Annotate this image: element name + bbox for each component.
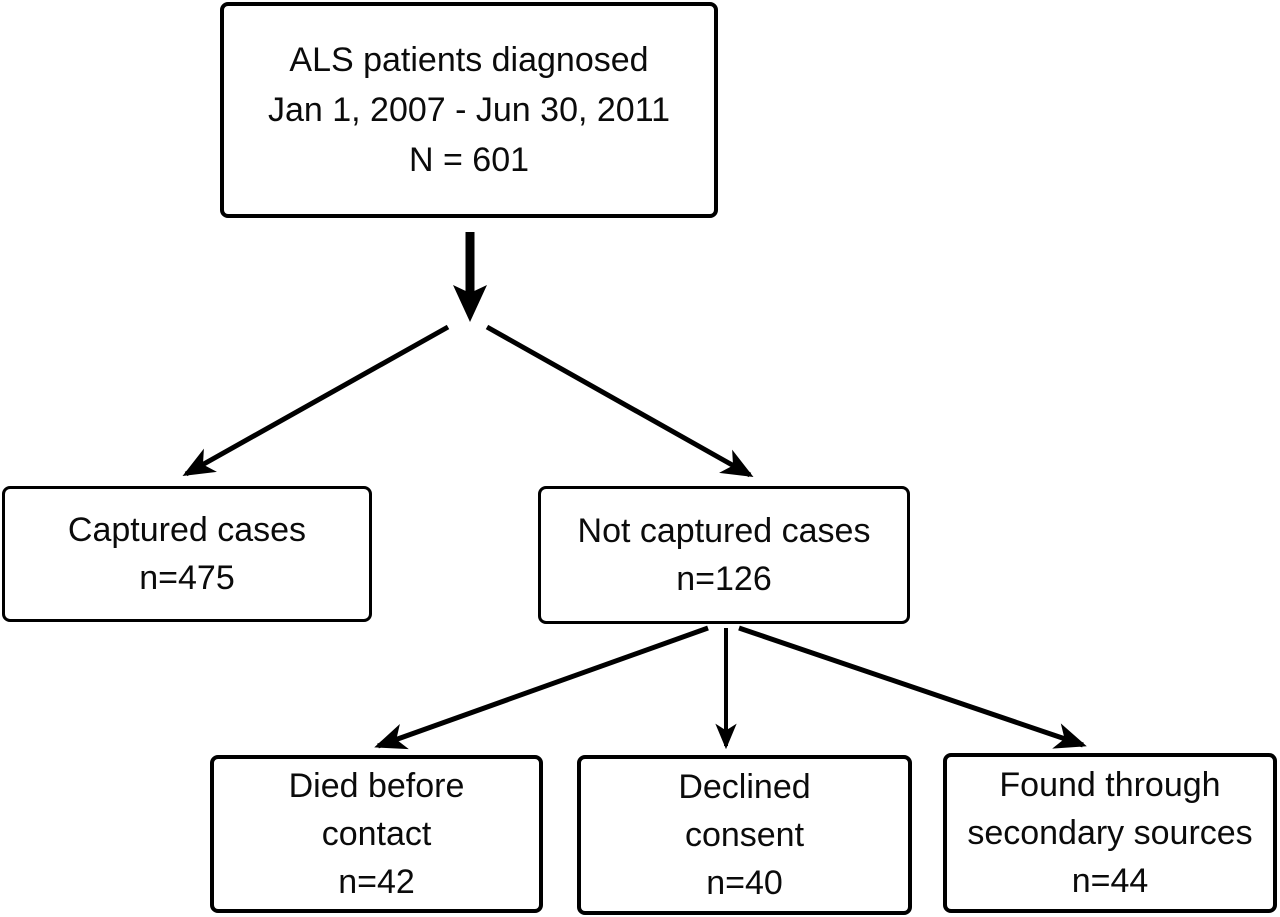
arrow-root-to-split	[453, 232, 487, 322]
node-text-line: contact	[321, 815, 432, 853]
node-text-line: secondary sources	[967, 814, 1253, 852]
node-text-line: n=44	[1071, 862, 1149, 900]
arrow-split-to-captured	[182, 324, 450, 477]
node-text-line: Captured cases	[67, 511, 307, 549]
node-found-through-secondary-sources: Found through secondary sources n=44	[943, 753, 1277, 913]
node-text-line: Died before	[288, 767, 465, 805]
node-text-line: consent	[684, 816, 805, 854]
arrow-not-captured-to-found	[738, 625, 1087, 749]
node-text-line: n=40	[706, 864, 783, 902]
node-not-captured-cases: Not captured cases n=126	[538, 486, 910, 624]
node-text-line: ALS patients diagnosed	[289, 41, 649, 79]
node-died-before-contact: Died before contact n=42	[210, 755, 543, 913]
node-captured-cases: Captured cases n=475	[2, 486, 372, 622]
node-text-line: Found through	[999, 766, 1221, 804]
node-text-line: n=42	[338, 863, 415, 901]
node-text-line: Jan 1, 2007 - Jun 30, 2011	[267, 91, 670, 129]
arrow-split-to-not-captured	[485, 324, 754, 478]
node-text-line: N = 601	[408, 141, 530, 179]
arrow-not-captured-to-died	[374, 625, 709, 750]
node-text-line: Declined	[678, 768, 811, 806]
node-text-line: n=475	[139, 559, 235, 597]
node-als-patients-diagnosed: ALS patients diagnosed Jan 1, 2007 - Jun…	[220, 2, 718, 218]
node-declined-consent: Declined consent n=40	[577, 755, 912, 915]
node-text-line: n=126	[676, 560, 772, 598]
node-text-line: Not captured cases	[577, 512, 871, 550]
